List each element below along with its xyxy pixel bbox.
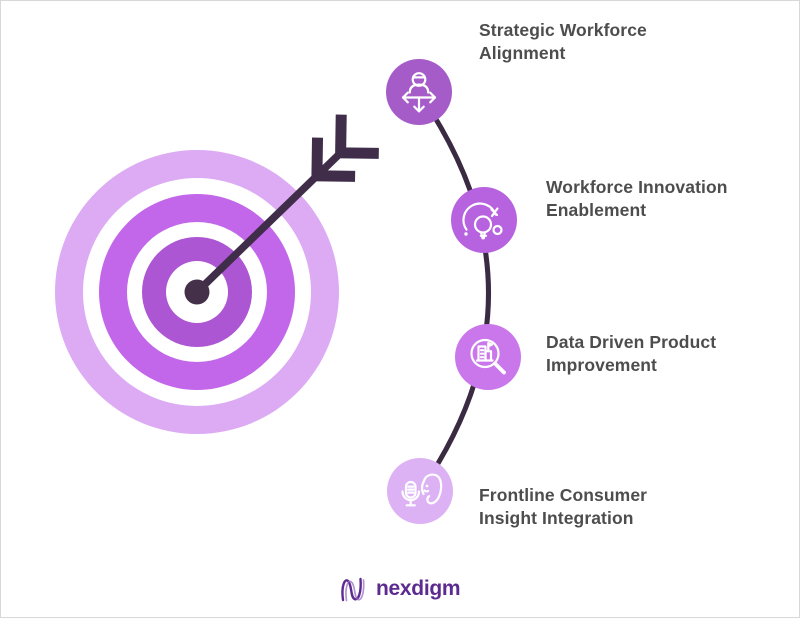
step-node-1 (386, 59, 452, 125)
connector-arc (416, 91, 491, 492)
step-node-4 (387, 458, 453, 524)
target-center-dot (184, 279, 210, 305)
target-arrow-icon (184, 114, 379, 305)
step-label-3-line-2: Improvement (546, 355, 657, 375)
step-circle-2 (451, 187, 517, 253)
arrow-fletching-2 (335, 114, 379, 159)
step-circle-3 (455, 324, 521, 390)
step-label-2-line-2: Enablement (546, 200, 647, 220)
nexdigm-logo-mark-icon (341, 577, 365, 602)
step-label-3: Data Driven Product Improvement (546, 331, 716, 377)
step-node-2 (451, 187, 517, 253)
step-label-2: Workforce Innovation Enablement (546, 176, 728, 222)
innovation-bulb-icon (462, 202, 503, 240)
step-label-4-line-2: Insight Integration (479, 508, 634, 528)
step-label-3-line-1: Data Driven Product (546, 332, 717, 352)
step-node-3 (455, 324, 521, 390)
step-label-4-line-1: Frontline Consumer (479, 485, 648, 505)
step-label-1-line-2: Alignment (479, 43, 566, 63)
step-label-4: Frontline Consumer Insight Integration (479, 484, 647, 530)
workforce-alignment-icon (401, 72, 437, 113)
step-circle-1 (386, 59, 452, 125)
step-label-1-line-1: Strategic Workforce (479, 20, 647, 40)
consumer-insight-icon (401, 473, 443, 507)
nexdigm-logo-text: nexdigm (376, 577, 461, 600)
step-label-1: Strategic Workforce Alignment (479, 19, 647, 65)
step-label-2-line-1: Workforce Innovation (546, 177, 728, 197)
step-circle-4 (387, 458, 453, 524)
data-magnifier-icon (470, 338, 506, 375)
arrow-fletching-1 (311, 137, 356, 182)
nexdigm-logo: nexdigm (339, 573, 461, 605)
